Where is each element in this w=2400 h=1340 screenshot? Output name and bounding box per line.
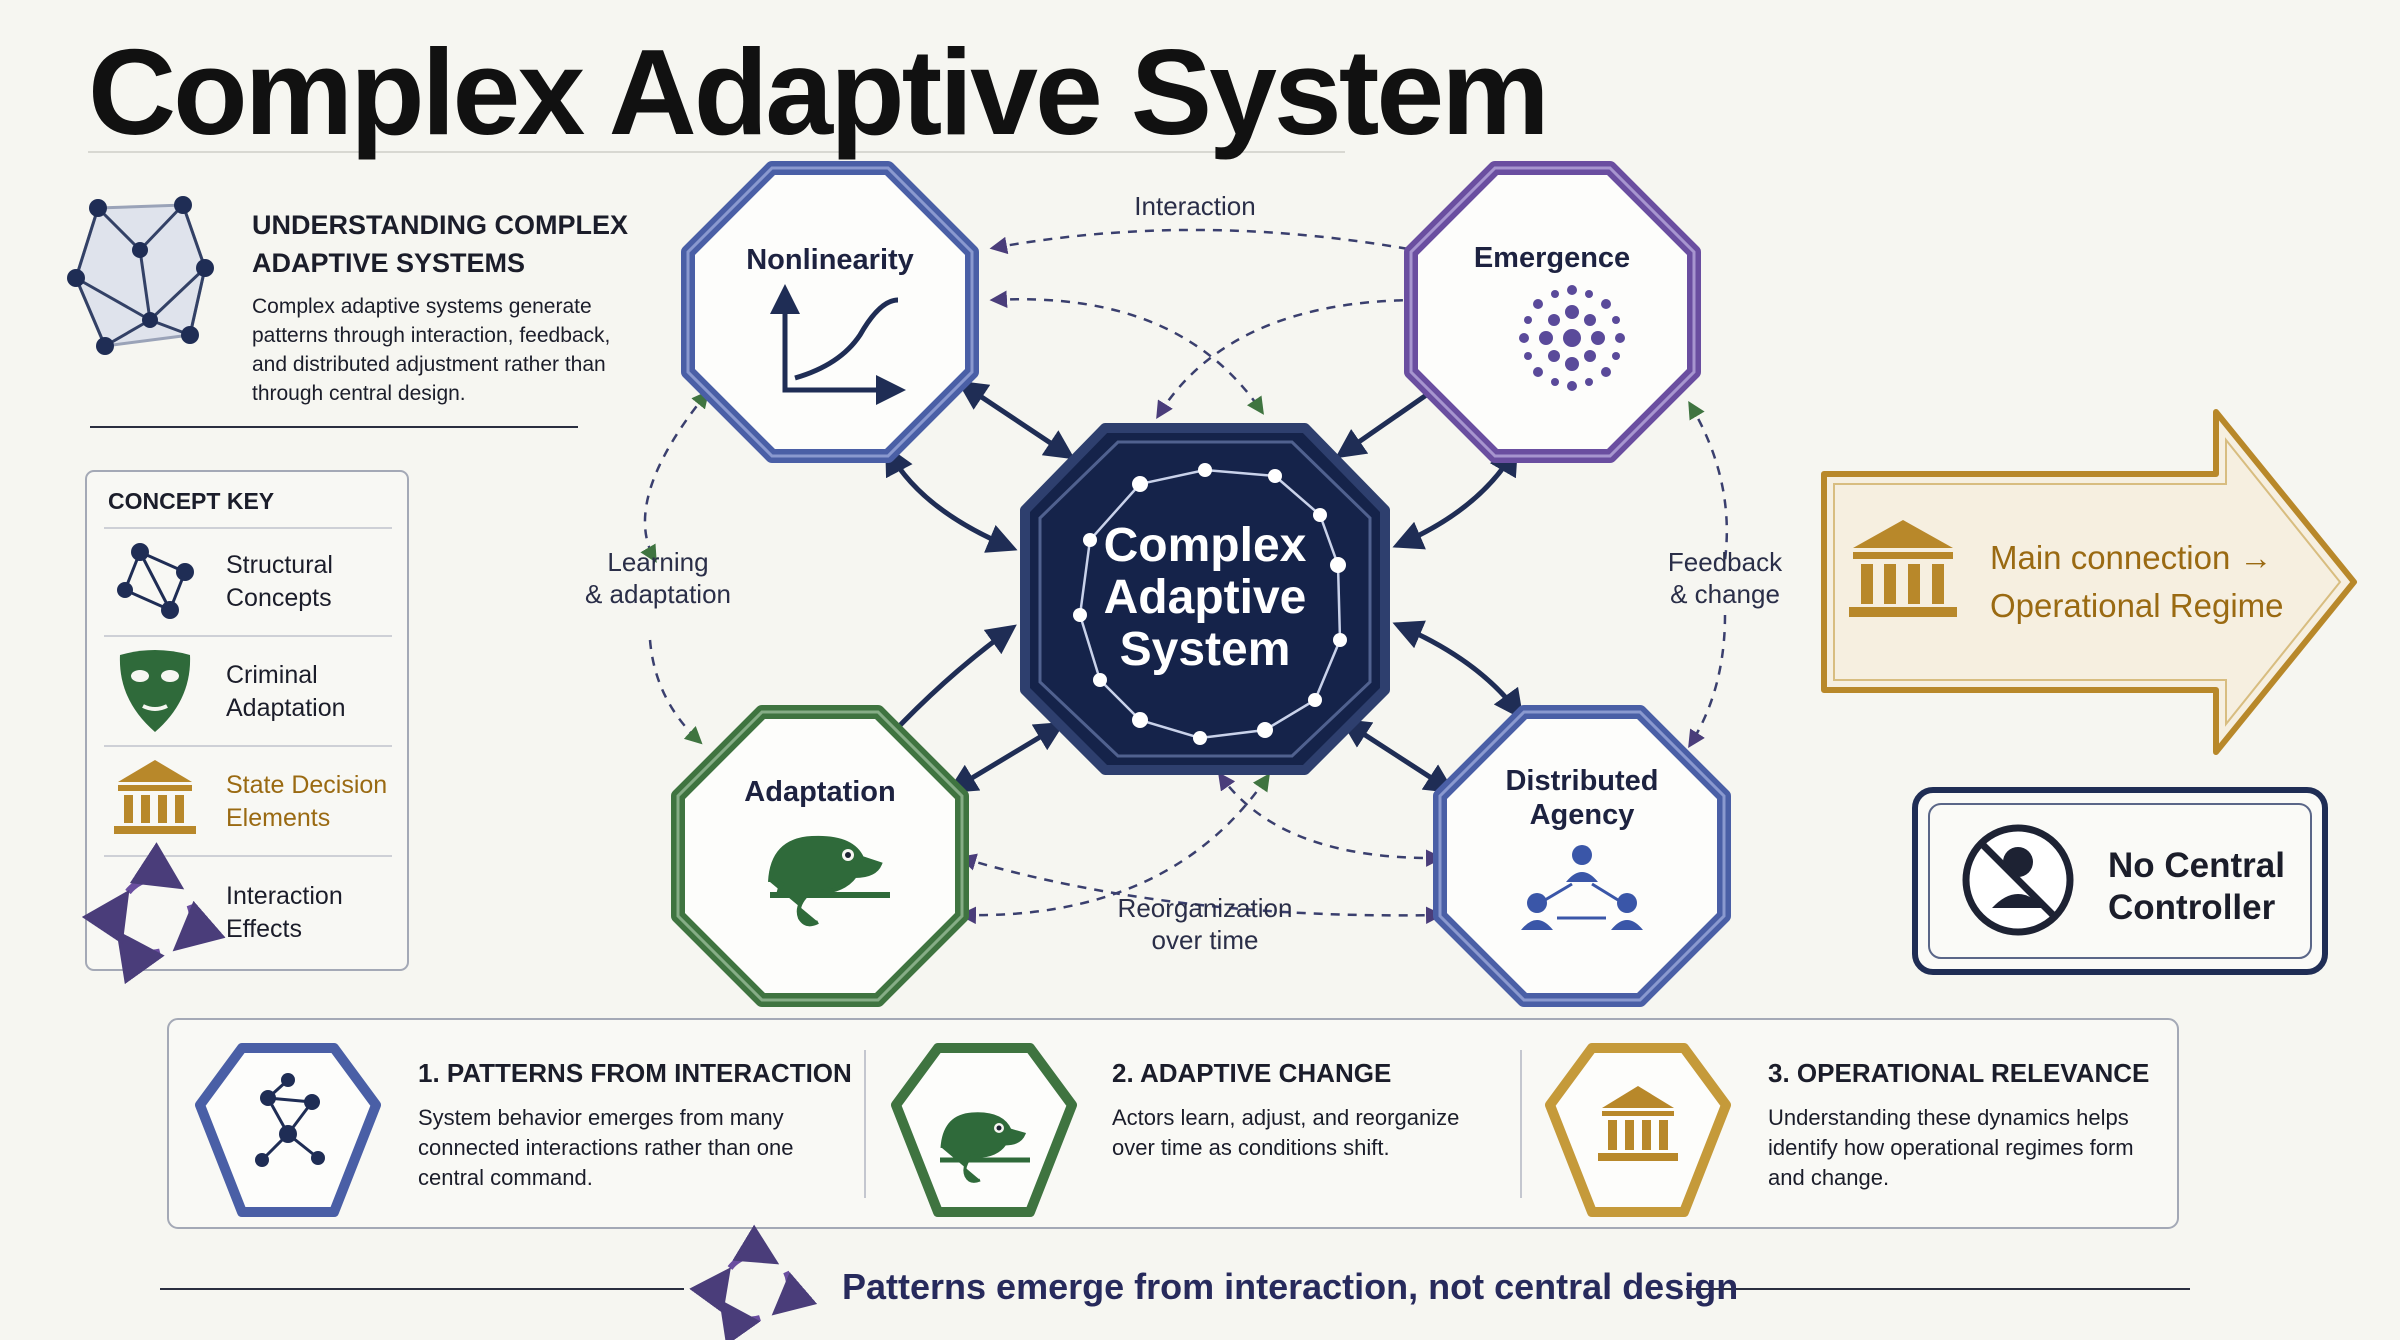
prohibited-person-icon xyxy=(1962,824,2074,936)
card-operational: 3. OPERATIONAL RELEVANCE Understanding t… xyxy=(1768,1058,2158,1193)
courthouse-icon xyxy=(1849,520,1957,617)
card-courthouse-icon xyxy=(1545,1043,1731,1217)
card-body: Understanding these dynamics helps ident… xyxy=(1768,1105,2134,1190)
network-icon xyxy=(117,543,194,619)
card-title: 1. PATTERNS FROM INTERACTION xyxy=(418,1058,852,1088)
card-adaptive: 2. ADAPTIVE CHANGE Actors learn, adjust,… xyxy=(1112,1058,1492,1163)
curve-chart-icon xyxy=(770,284,906,405)
intro-body: Complex adaptive systems generate patter… xyxy=(252,295,611,405)
key-item-state: State Decision Elements xyxy=(226,771,388,832)
mask-icon xyxy=(119,650,191,732)
distributed-agency-node xyxy=(1433,705,1731,1007)
reorganization-label: Reorganization over time xyxy=(1117,893,1293,955)
dot-cluster-icon xyxy=(1519,285,1625,391)
cycle-arrows-icon xyxy=(81,842,226,985)
no-central-controller-box xyxy=(1912,787,2328,975)
card-title: 3. OPERATIONAL RELEVANCE xyxy=(1768,1058,2150,1088)
card-body: System behavior emerges from many connec… xyxy=(418,1105,794,1190)
feedback-label: Feedback & change xyxy=(1667,547,1783,609)
center-node xyxy=(1020,423,1390,775)
key-item-interaction: Interaction Effects xyxy=(226,882,343,943)
key-item-structural: Structural Concepts xyxy=(226,551,333,612)
main-connection-label: Main connection → Operational Regime xyxy=(1990,539,2284,624)
emergence-label: Emergence xyxy=(1473,242,1631,274)
card-body: Actors learn, adjust, and reorganize ove… xyxy=(1112,1105,1460,1160)
center-label: Complex Adaptive System xyxy=(1103,519,1307,676)
courthouse-icon xyxy=(114,760,196,834)
people-network-icon xyxy=(1521,845,1643,930)
intro-heading: UNDERSTANDING COMPLEX ADAPTIVE SYSTEMS xyxy=(252,210,629,278)
emergence-node xyxy=(1404,161,1701,463)
chameleon-icon xyxy=(768,835,890,927)
card-patterns: 1. PATTERNS FROM INTERACTION System beha… xyxy=(418,1058,852,1193)
concept-key-heading: CONCEPT KEY xyxy=(108,488,275,514)
polyhedron-icon xyxy=(67,196,214,355)
tagline-cycle-icon xyxy=(689,1224,818,1340)
learning-label: Learning & adaptation xyxy=(584,547,731,609)
card-chameleon-icon xyxy=(891,1043,1077,1217)
card-title: 2. ADAPTIVE CHANGE xyxy=(1112,1058,1392,1088)
adaptation-node xyxy=(671,705,969,1007)
adaptation-label: Adaptation xyxy=(744,776,896,808)
key-item-criminal: Criminal Adaptation xyxy=(226,661,346,722)
nonlinearity-node xyxy=(681,161,979,463)
card-network-icon xyxy=(195,1043,381,1217)
page-title: Complex Adaptive System xyxy=(88,24,1550,160)
tagline: Patterns emerge from interaction, not ce… xyxy=(842,1266,1739,1307)
main-connection-arrow xyxy=(1821,409,2357,755)
interaction-label: Interaction xyxy=(1134,191,1256,221)
nonlinearity-label: Nonlinearity xyxy=(746,244,914,276)
distributed-agency-label: Distributed Agency xyxy=(1505,765,1659,831)
no-central-controller-label: No Central Controller xyxy=(2108,846,2285,927)
